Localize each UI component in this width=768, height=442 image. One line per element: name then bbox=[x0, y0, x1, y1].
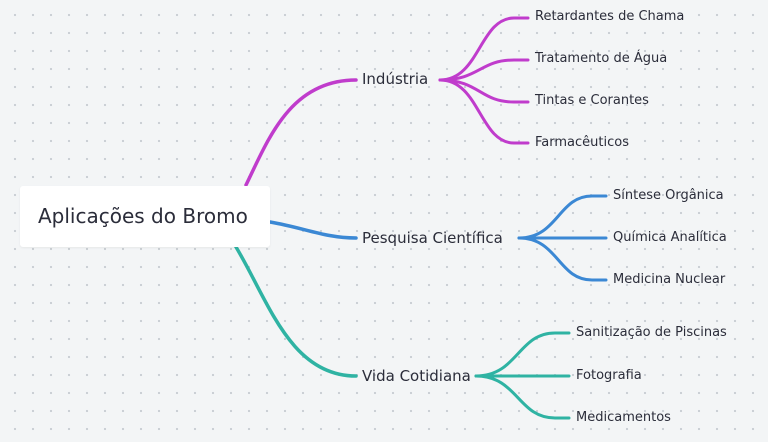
connector-root-to-industria bbox=[244, 78, 358, 187]
leaf-medicina-nuclear[interactable]: Medicina Nuclear bbox=[613, 272, 726, 287]
connector-industria-leaf-1 bbox=[438, 58, 530, 82]
connector-industria-leaf-0 bbox=[438, 16, 530, 82]
branch-vida-cotidiana-label[interactable]: Vida Cotidiana bbox=[362, 367, 471, 385]
root-node-label: Aplicações do Bromo bbox=[38, 204, 248, 228]
leaf-sintese-organica[interactable]: Síntese Orgânica bbox=[613, 188, 724, 203]
branch-pesquisa-cientifica-label[interactable]: Pesquisa Científica bbox=[362, 229, 503, 247]
leaf-farmaceuticos[interactable]: Farmacêuticos bbox=[535, 135, 629, 150]
leaf-tintas-e-corantes[interactable]: Tintas e Corantes bbox=[535, 93, 649, 108]
leaf-retardantes-de-chama[interactable]: Retardantes de Chama bbox=[535, 9, 685, 24]
connector-pesquisa-cientifica-leaf-0 bbox=[517, 194, 608, 240]
connector-pesquisa-cientifica-leaf-2 bbox=[517, 236, 608, 282]
connector-industria-leaf-3 bbox=[438, 78, 530, 145]
leaf-quimica-analitica[interactable]: Química Analítica bbox=[613, 230, 727, 245]
leaf-tratamento-de-agua[interactable]: Tratamento de Água bbox=[535, 51, 668, 66]
leaf-medicamentos[interactable]: Medicamentos bbox=[576, 410, 671, 425]
root-node[interactable] bbox=[20, 186, 270, 247]
branch-industria-label[interactable]: Indústria bbox=[362, 70, 429, 88]
connector-root-to-pesquisa-cientifica bbox=[268, 220, 358, 240]
leaf-sanitizacao-de-piscinas[interactable]: Sanitização de Piscinas bbox=[576, 325, 727, 340]
connector-vida-cotidiana-leaf-0 bbox=[474, 331, 571, 378]
connector-root-to-vida-cotidiana bbox=[234, 245, 358, 378]
connector-vida-cotidiana-leaf-2 bbox=[474, 374, 571, 420]
leaf-fotografia[interactable]: Fotografia bbox=[576, 368, 642, 383]
